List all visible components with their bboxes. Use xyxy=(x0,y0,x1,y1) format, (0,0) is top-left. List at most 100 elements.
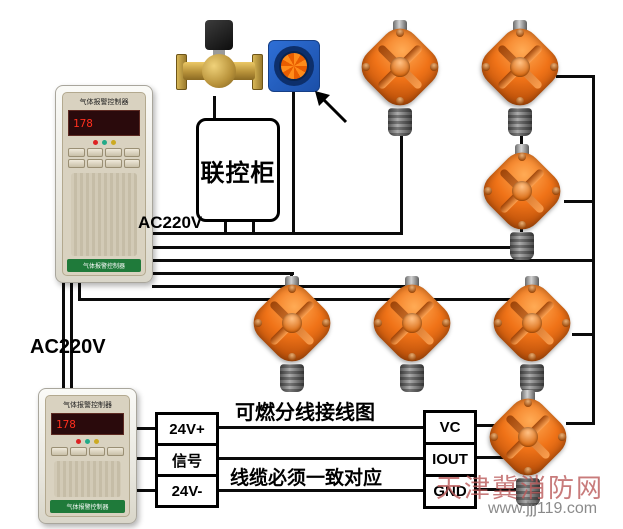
wire xyxy=(140,232,403,235)
terminal-vc: VC xyxy=(426,413,474,445)
panel-button xyxy=(105,148,122,157)
led-yellow xyxy=(94,439,99,444)
solenoid-valve xyxy=(176,16,263,98)
detector-body xyxy=(353,20,447,114)
status-leds xyxy=(67,140,141,145)
panel-footer: 气体报警控制器 xyxy=(50,500,125,513)
terminal-signal: 信号 xyxy=(158,446,216,477)
panel-display: 178 xyxy=(51,413,124,435)
wire xyxy=(152,246,523,249)
panel-button xyxy=(88,447,106,456)
detector-body xyxy=(365,276,459,370)
wire xyxy=(133,457,155,460)
wire xyxy=(133,489,155,492)
wire xyxy=(566,422,595,425)
gas-alarm-controller-top: 气体报警控制器 178 气体报警控制器 xyxy=(55,85,153,283)
led-red xyxy=(92,140,98,145)
panel-buttons xyxy=(51,447,124,456)
panel-buttons xyxy=(68,148,140,168)
detector-body xyxy=(475,144,569,238)
panel-vents xyxy=(71,173,137,256)
status-leds xyxy=(50,439,125,444)
gas-detector-7 xyxy=(480,390,576,508)
sensor-head xyxy=(516,478,540,506)
detector-body xyxy=(485,276,579,370)
led-yellow xyxy=(110,140,116,145)
ac220v-label-top: AC220V xyxy=(138,213,203,232)
led-red xyxy=(76,439,81,444)
fan-blades xyxy=(279,51,309,81)
wire xyxy=(556,75,595,78)
panel-button xyxy=(123,159,140,168)
linkage-control-cabinet: 联控柜 xyxy=(196,118,280,222)
wire xyxy=(152,259,595,262)
wire xyxy=(213,96,216,122)
panel-button xyxy=(51,447,68,456)
terminal-gnd: GND xyxy=(433,483,467,500)
wire xyxy=(400,126,403,235)
wire xyxy=(572,333,595,336)
terminal-iout: IOUT xyxy=(426,445,474,477)
fan-pointer-arrow xyxy=(315,91,348,124)
led-green xyxy=(85,439,90,444)
terminal-block-right: VC IOUT GND xyxy=(423,410,477,509)
terminal-24v-minus: 24V- xyxy=(171,482,203,500)
ac220v-label-bottom: AC220V xyxy=(30,336,106,358)
wire xyxy=(471,456,520,459)
valve-body xyxy=(202,54,236,88)
panel-title: 气体报警控制器 xyxy=(63,402,112,409)
gas-detector-1 xyxy=(352,20,448,138)
panel-vents xyxy=(54,461,121,497)
gas-detector-4 xyxy=(244,276,340,394)
display-digits: 178 xyxy=(73,116,93,130)
panel-button xyxy=(105,159,122,168)
watermark-url: www.jjj119.com xyxy=(488,500,598,517)
panel-button xyxy=(86,159,103,168)
panel-button xyxy=(86,148,103,157)
wire xyxy=(213,457,423,460)
wire xyxy=(78,281,81,301)
panel-button xyxy=(68,159,85,168)
led-green xyxy=(101,140,107,145)
panel-button xyxy=(68,148,85,157)
gas-detector-5 xyxy=(364,276,460,394)
exhaust-fan xyxy=(268,40,320,92)
gas-detector-6 xyxy=(484,276,580,394)
panel-button xyxy=(107,447,124,456)
sensor-head xyxy=(508,108,532,136)
wire xyxy=(471,488,520,491)
wire xyxy=(292,90,295,235)
sensor-head xyxy=(400,364,424,392)
wire xyxy=(213,426,423,429)
diagram-title: 可燃分线接线图 xyxy=(235,402,375,424)
gas-alarm-controller-bottom: 气体报警控制器 178 气体报警控制器 xyxy=(38,388,137,524)
watermark-text: 天津冀消防网 xyxy=(436,473,605,503)
detector-body xyxy=(473,20,567,114)
terminal-24v-plus: 24V+ xyxy=(158,415,216,446)
panel-footer: 气体报警控制器 xyxy=(67,259,141,272)
gas-detector-2 xyxy=(472,20,568,138)
valve-coil xyxy=(205,20,233,50)
wire xyxy=(564,200,595,203)
terminal-block-left: 24V+ 信号 24V- xyxy=(155,412,219,508)
panel-face: 气体报警控制器 178 气体报警控制器 xyxy=(62,92,146,276)
sensor-head xyxy=(280,364,304,392)
wire xyxy=(592,75,595,425)
wire xyxy=(70,281,73,389)
display-digits: 178 xyxy=(56,417,76,431)
panel-button xyxy=(123,148,140,157)
wire xyxy=(224,216,227,235)
panel-button xyxy=(69,447,87,456)
sensor-head xyxy=(510,232,534,260)
fan-ring xyxy=(274,46,314,86)
wire xyxy=(252,216,255,235)
wire xyxy=(213,489,423,492)
wire xyxy=(62,281,65,389)
cable-note: 线缆必须一致对应 xyxy=(230,468,383,489)
wire xyxy=(152,272,294,275)
gas-detector-3 xyxy=(474,144,570,262)
sensor-head xyxy=(520,364,544,392)
panel-title: 气体报警控制器 xyxy=(79,99,129,106)
detector-body xyxy=(245,276,339,370)
